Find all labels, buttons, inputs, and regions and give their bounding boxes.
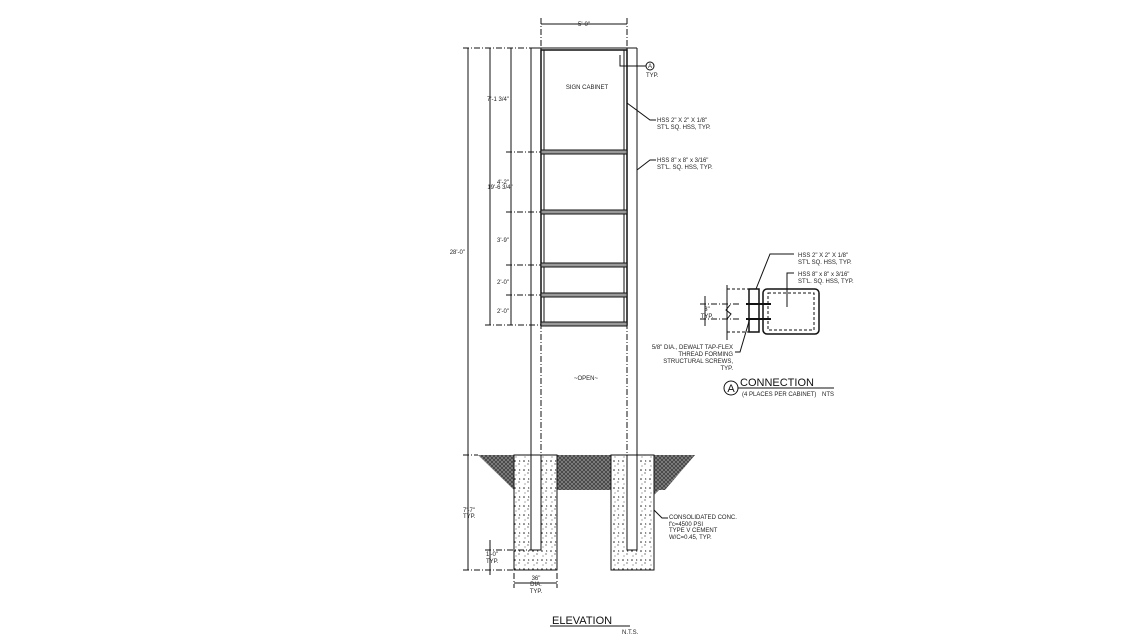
bottom-dimension-typ: TYP. bbox=[486, 559, 499, 565]
callout-tag: A bbox=[648, 64, 652, 70]
elevation-scale: N.T.S. bbox=[622, 630, 639, 636]
cabinet-height-dimension: 19'-6 3/4" bbox=[487, 185, 512, 191]
screw-note: 5/8" DIA., DEWALT TAP-FLEX bbox=[652, 345, 733, 351]
screw-note-line: STRUCTURAL SCREWS, bbox=[663, 359, 733, 365]
conn-note-hss2-line2: ST'L SQ. HSS, TYP. bbox=[798, 260, 852, 266]
bottom-dimension: 1'-0" bbox=[486, 552, 498, 558]
open-label: ~OPEN~ bbox=[574, 376, 599, 382]
conn-note-hss8: HSS 8" x 8" x 3/16" bbox=[798, 272, 849, 278]
conn-note-hss2: HSS 2" X 2" X 1/8" bbox=[798, 253, 848, 259]
embed-dimension-typ: TYP. bbox=[463, 514, 476, 520]
screw-note-line: TYP. bbox=[720, 366, 733, 372]
connection-tag: A bbox=[727, 383, 735, 395]
overall-height-dimension: 28'-0" bbox=[450, 250, 465, 256]
left-post bbox=[530, 48, 542, 455]
sign-cabinet-label: SIGN CABINET bbox=[566, 85, 609, 91]
segment-dimension: 2'-0" bbox=[497, 309, 509, 315]
connection-subtitle: (4 PLACES PER CABINET) bbox=[742, 392, 816, 398]
callout-typ: TYP. bbox=[646, 73, 659, 79]
concrete-note-line: TYPE V CEMENT bbox=[669, 528, 718, 534]
concrete-note-line: W/C=0.45, TYP. bbox=[669, 535, 712, 541]
dia-dimension-dia: DIA. bbox=[530, 582, 542, 588]
segment-dimension: 3'-9" bbox=[497, 238, 509, 244]
concrete-note-line: f'c=4500 PSI bbox=[669, 522, 703, 528]
connection-title: CONNECTION bbox=[740, 377, 814, 389]
note-hss2: HSS 2" X 2" X 1/8" bbox=[657, 118, 707, 124]
spacing-dimension-typ: TYP. bbox=[701, 314, 714, 320]
conn-note-hss8-line2: ST'L. SQ. HSS, TYP. bbox=[798, 279, 854, 285]
connection-scale: NTS bbox=[822, 392, 834, 398]
width-dimension: 5'-0" bbox=[578, 22, 590, 28]
embed-dimension: 7'-7" bbox=[463, 508, 475, 514]
dia-dimension: 36" bbox=[532, 576, 541, 582]
segment-dimension: 7'-1 3/4" bbox=[487, 97, 509, 103]
spacing-dimension: 3" bbox=[704, 307, 709, 313]
sign-cabinet-frame bbox=[540, 49, 628, 326]
note-hss8-line2: ST'L. SQ. HSS, TYP. bbox=[657, 165, 713, 171]
screw-note-line: THREAD FORMING bbox=[678, 352, 733, 358]
segment-dimension: 4'-2" bbox=[497, 180, 509, 186]
dia-dimension-typ: TYP. bbox=[530, 589, 543, 595]
segment-dimension: 2'-0" bbox=[497, 280, 509, 286]
connection-detail bbox=[700, 253, 834, 396]
dimension-lines bbox=[463, 18, 628, 588]
note-hss2-line2: ST'L SQ. HSS, TYP. bbox=[657, 125, 711, 131]
note-hss8: HSS 8" x 8" x 3/16" bbox=[657, 158, 708, 164]
leaders bbox=[550, 55, 668, 627]
cabinet-rails bbox=[540, 149, 628, 327]
concrete-note: CONSOLIDATED CONC. bbox=[669, 515, 737, 521]
elevation-title: ELEVATION bbox=[552, 615, 612, 627]
